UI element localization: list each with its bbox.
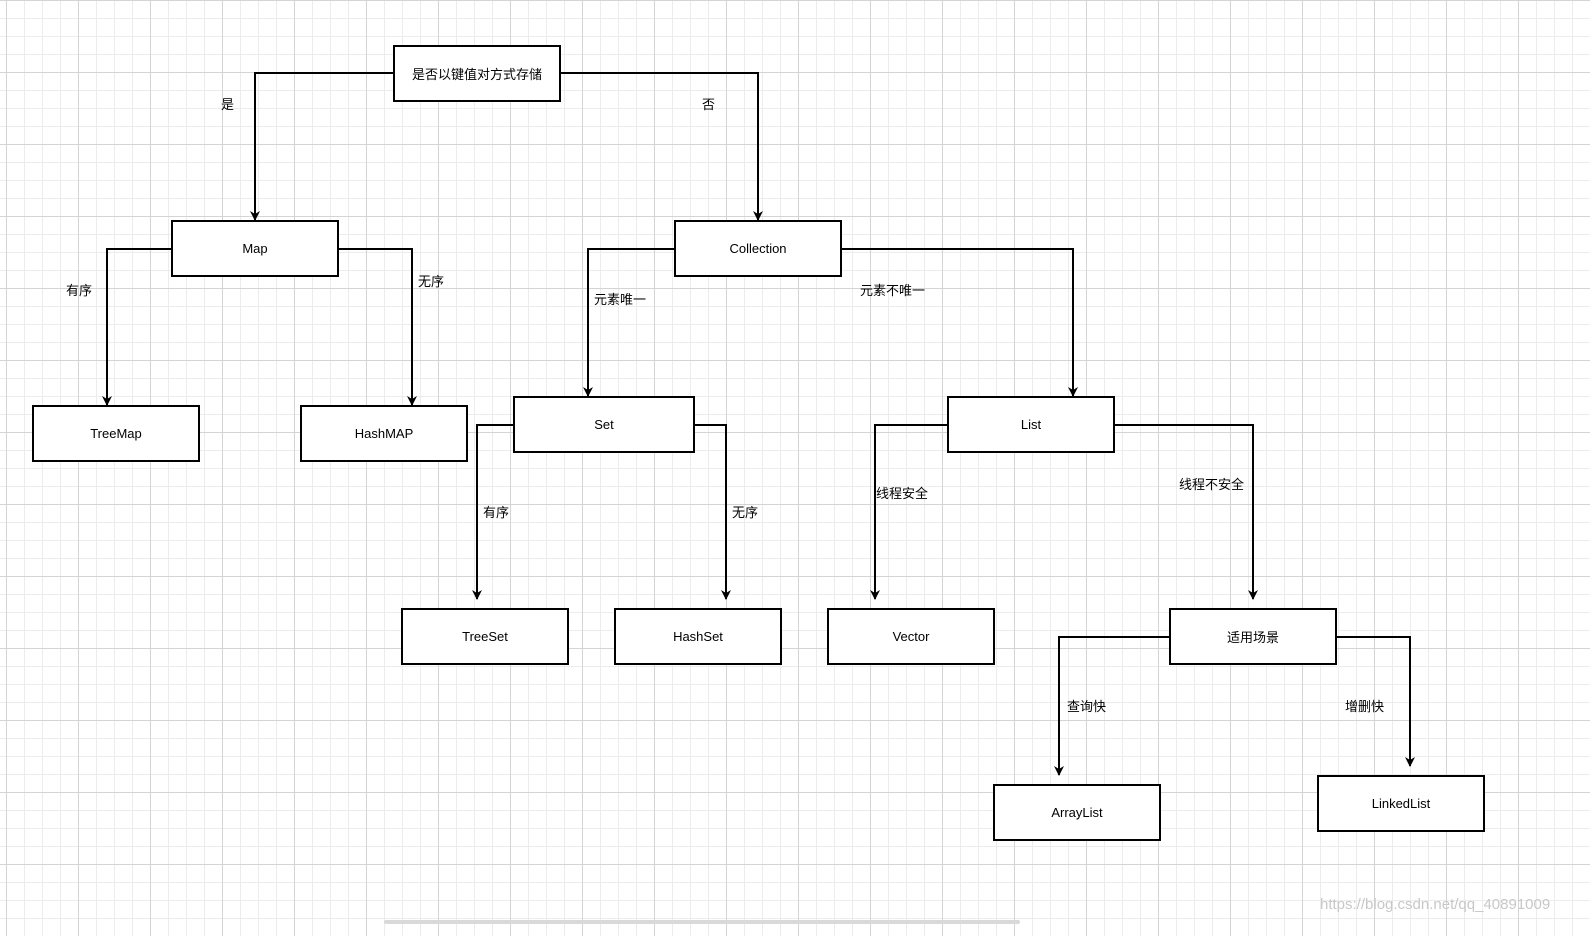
edge-list-scenario [1114,424,1258,600]
edge-set-hashset [694,424,731,600]
edge-root-map [250,72,393,221]
watermark-text: https://blog.csdn.net/qq_40891009 [1320,896,1551,913]
edge-label-set-ordered: 有序 [483,506,510,521]
node-vector[interactable]: Vector [827,608,995,665]
node-collection[interactable]: Collection [674,220,842,277]
edge-label-thread-unsafe: 线程不安全 [1179,478,1245,493]
edge-label-fast-query: 查询快 [1067,700,1107,715]
edge-list-vector [870,424,947,600]
edge-collection-set [583,248,674,397]
node-treeset[interactable]: TreeSet [401,608,569,665]
edge-scenario-arraylist [1054,636,1169,776]
edge-scenario-linkedlist [1336,636,1415,767]
edge-label-map-ordered: 有序 [66,284,93,299]
node-linkedlist[interactable]: LinkedList [1317,775,1485,832]
edge-label-thread-safe: 线程安全 [876,487,929,502]
edge-label-yes: 是 [221,98,235,113]
node-hashmap[interactable]: HashMAP [300,405,468,462]
edge-root-collection [560,72,763,221]
edge-label-no: 否 [702,98,716,113]
node-scenario[interactable]: 适用场景 [1169,608,1337,665]
node-map[interactable]: Map [171,220,339,277]
edge-collection-list [841,248,1078,397]
node-set[interactable]: Set [513,396,695,453]
node-arraylist[interactable]: ArrayList [993,784,1161,841]
edge-map-hashmap [338,248,417,406]
node-hashset[interactable]: HashSet [614,608,782,665]
node-treemap[interactable]: TreeMap [32,405,200,462]
edge-label-unique: 元素唯一 [594,293,647,308]
edge-label-not-unique: 元素不唯一 [860,284,926,299]
edge-map-treemap [102,248,171,406]
node-root[interactable]: 是否以键值对方式存储 [393,45,561,102]
edge-label-map-unordered: 无序 [418,275,445,290]
edge-label-set-unordered: 无序 [732,506,759,521]
horizontal-scrollbar[interactable] [384,920,1020,924]
edge-label-fast-modify: 增删快 [1345,700,1385,715]
node-list[interactable]: List [947,396,1115,453]
edge-set-treeset [472,424,513,600]
